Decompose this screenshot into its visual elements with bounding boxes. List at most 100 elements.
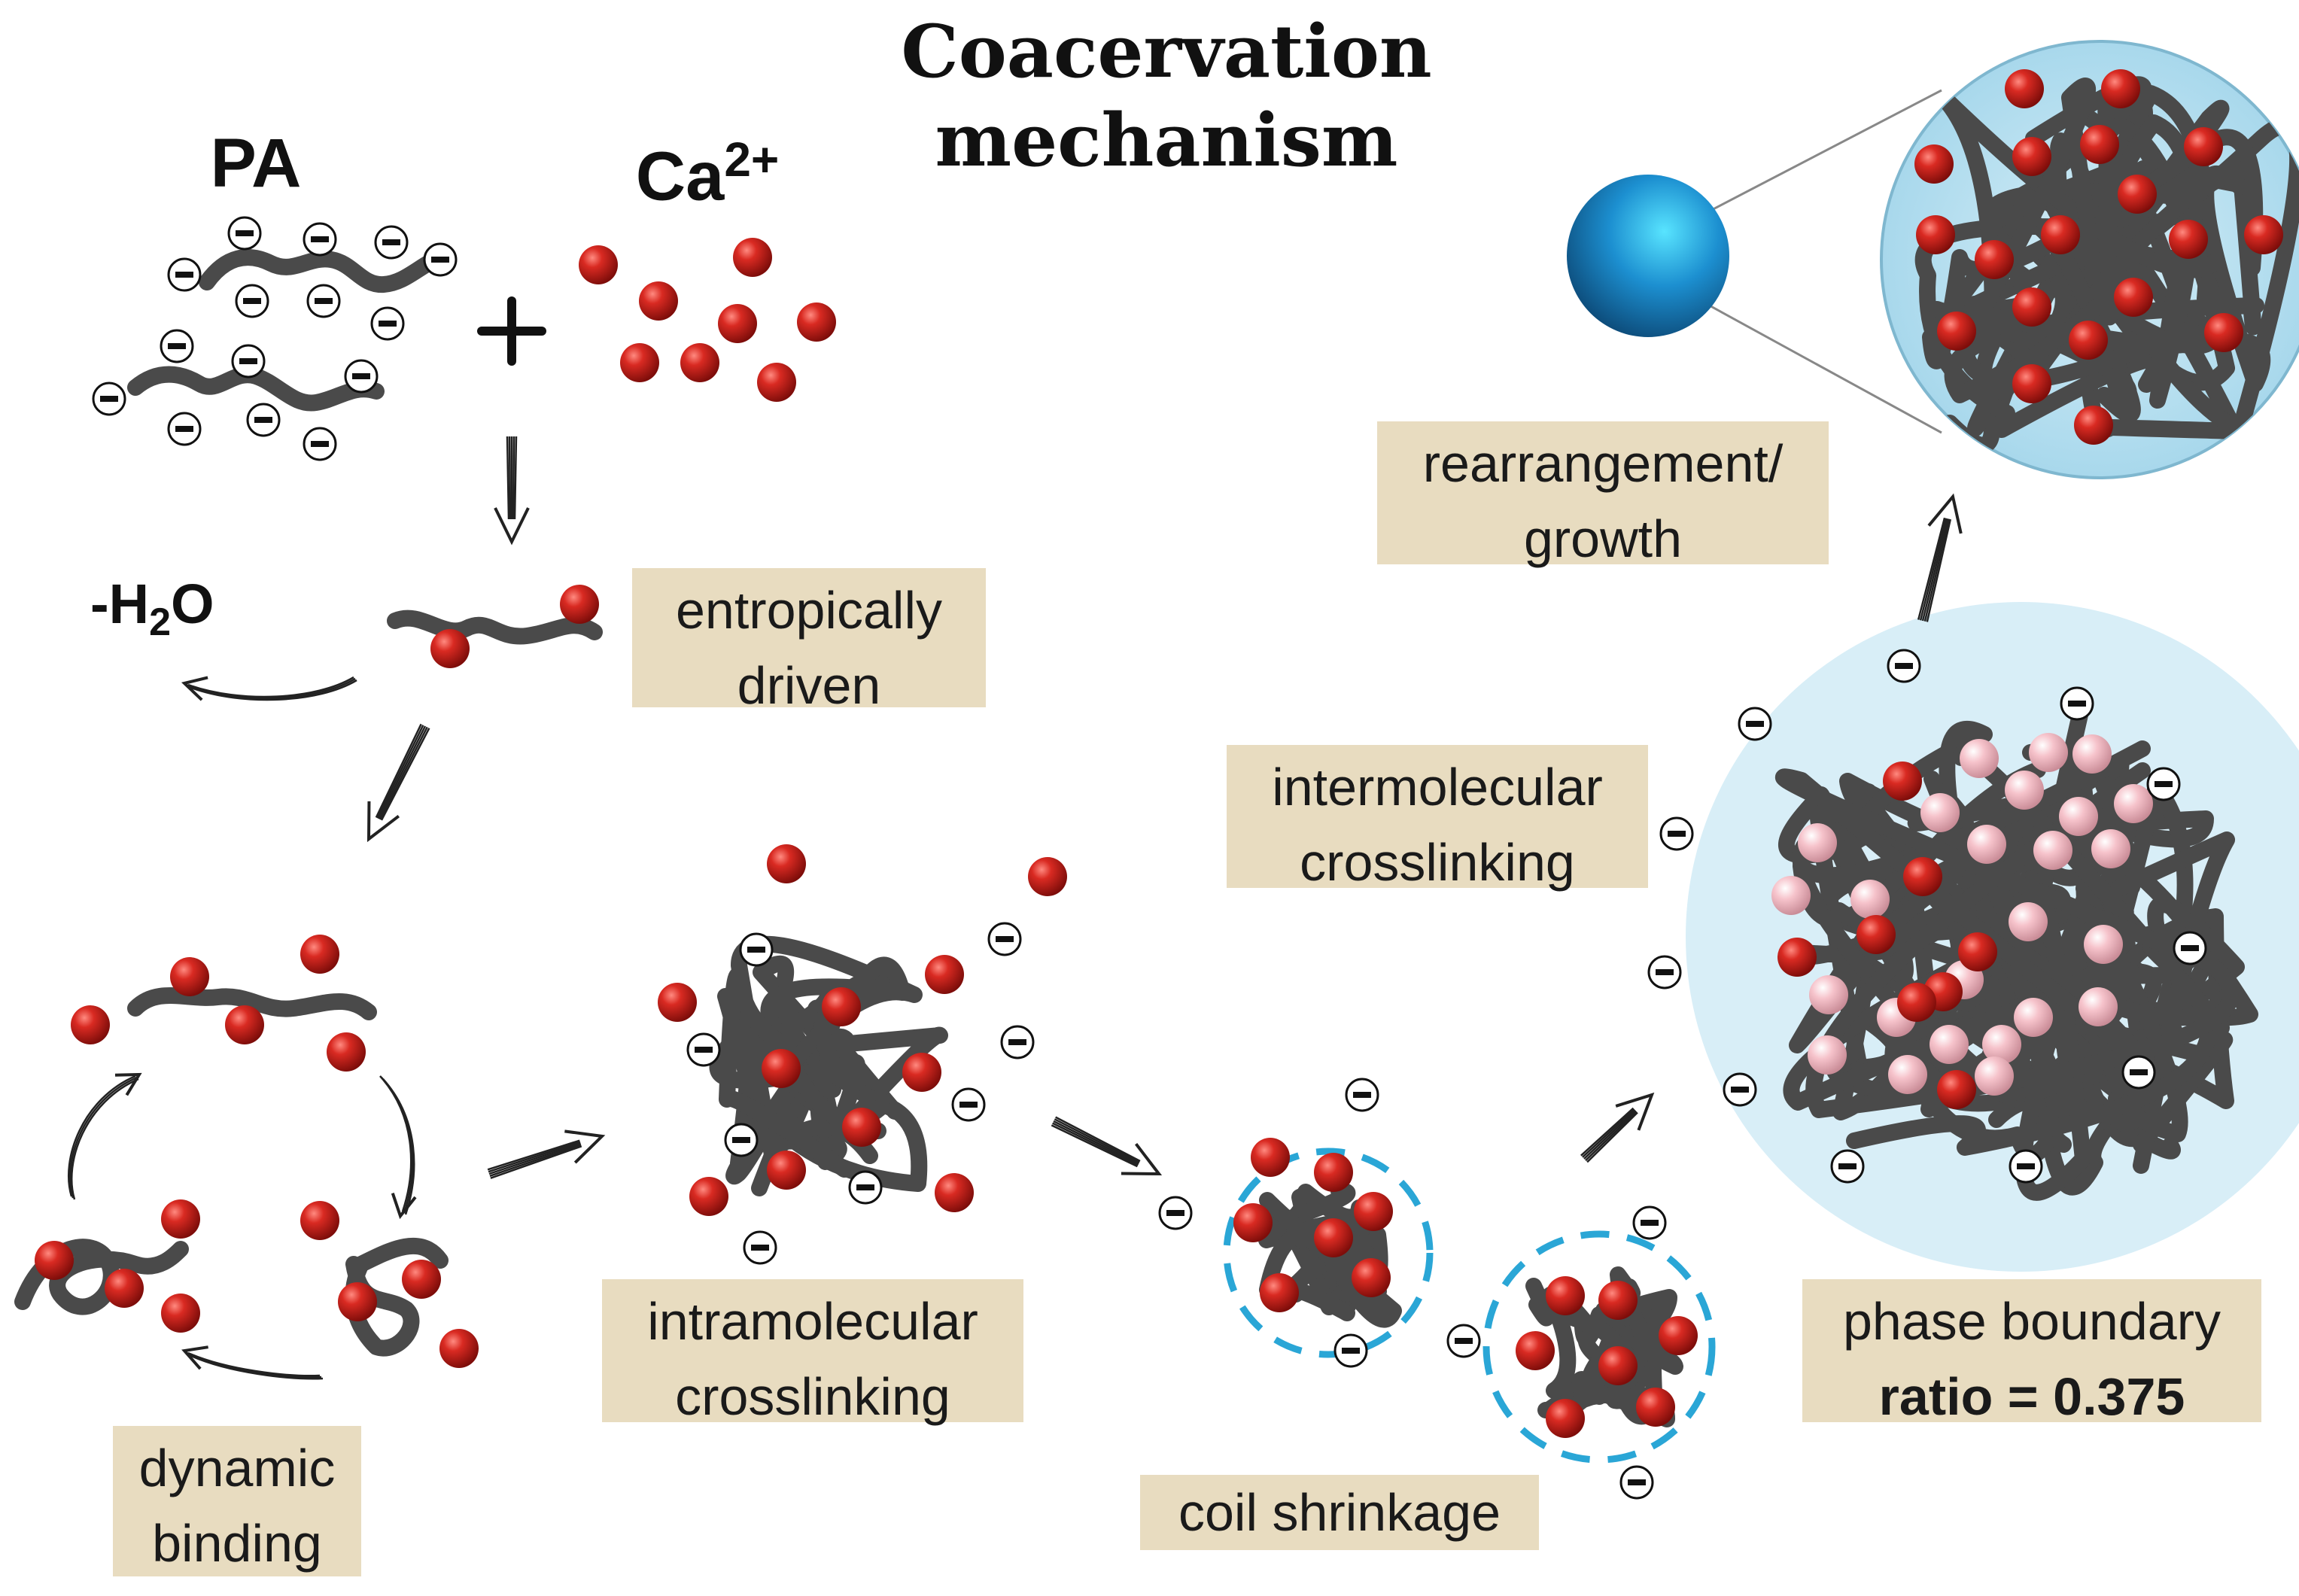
calcium-ion	[797, 302, 836, 342]
coacervate-sphere	[1567, 175, 1729, 337]
calcium-ion	[1883, 762, 1922, 801]
bound-calcium-ion	[2014, 998, 2053, 1037]
negative-charge-icon	[2146, 767, 2181, 801]
calcium-ion	[620, 343, 659, 382]
label-pa: PA	[210, 125, 302, 202]
calcium-ion	[1636, 1388, 1675, 1427]
calcium-ion	[1233, 1203, 1273, 1242]
calcium-ion	[1916, 215, 1955, 254]
tag-rearr-line-1: rearrangement/	[1422, 434, 1784, 493]
calcium-ion	[689, 1177, 728, 1216]
tag-coil-line: coil shrinkage	[1178, 1483, 1501, 1542]
calcium-ion	[757, 363, 796, 402]
negative-charge-icon	[1647, 955, 1682, 990]
calcium-ion	[639, 281, 678, 321]
negative-charge-icon	[1738, 707, 1772, 741]
calcium-ion	[439, 1329, 479, 1368]
label-water-suffix: O	[171, 573, 214, 635]
calcium-ion	[733, 238, 772, 277]
polymer-chain	[387, 610, 603, 645]
calcium-ion	[1028, 857, 1067, 896]
polymer-chain	[127, 366, 385, 412]
calcium-ion	[2080, 125, 2119, 164]
negative-charge-icon	[1446, 1324, 1481, 1358]
calcium-ion	[300, 935, 339, 974]
calcium-ion	[1937, 1070, 1976, 1109]
bound-calcium-ion	[1809, 975, 1848, 1014]
calcium-ion	[1354, 1192, 1393, 1231]
negative-charge-icon	[370, 306, 405, 341]
calcium-ion	[300, 1201, 339, 1240]
negative-charge-icon	[951, 1087, 986, 1122]
bound-calcium-ion	[2072, 734, 2112, 774]
calcium-ion	[170, 957, 209, 996]
negative-charge-icon	[1659, 816, 1694, 851]
negative-charge-icon	[1887, 649, 1921, 683]
calcium-ion	[935, 1173, 974, 1212]
tag-phase-line-2: ratio = 0.375	[1878, 1367, 2185, 1426]
calcium-ion	[2041, 215, 2080, 254]
negative-charge-icon	[231, 344, 266, 378]
bound-calcium-ion	[2009, 902, 2048, 941]
calcium-ion	[1903, 857, 1942, 896]
bound-calcium-ion	[1960, 739, 1999, 778]
calcium-ion	[1659, 1316, 1698, 1355]
negative-charge-icon	[1000, 1025, 1035, 1059]
bound-calcium-ion	[1930, 1025, 1969, 1064]
calcium-ion	[1958, 932, 1997, 971]
bound-calcium-ion	[2079, 987, 2118, 1026]
calcium-ion	[1314, 1153, 1353, 1192]
tag-dynamic-binding: dynamic binding	[113, 1426, 361, 1576]
tag-entropically-line-2: driven	[737, 656, 881, 715]
sketch-arrow-icon	[1580, 1092, 1655, 1163]
negative-charge-icon	[2009, 1149, 2043, 1184]
negative-charge-icon	[686, 1032, 721, 1067]
calcium-ion	[1598, 1346, 1638, 1385]
negative-charge-icon	[303, 222, 337, 257]
calcium-ion	[2169, 220, 2208, 259]
polymer-chain	[345, 1237, 449, 1357]
calcium-ion	[1777, 938, 1817, 977]
calcium-ion	[762, 1049, 801, 1088]
sketch-arrow-icon	[366, 723, 430, 843]
calcium-ion	[1516, 1331, 1555, 1370]
tag-intermolecular-crosslinking: intermolecular crosslinking	[1227, 745, 1648, 892]
negative-charge-icon	[167, 412, 202, 446]
tag-entropically-driven: entropically driven	[632, 568, 986, 715]
tag-coil-shrinkage: coil shrinkage	[1140, 1475, 1539, 1550]
calcium-ion	[842, 1108, 881, 1147]
curved-sketch-arrow-icon	[181, 1345, 324, 1380]
calcium-ion	[1937, 312, 1976, 351]
shrunk-coil-shell-1	[1223, 1148, 1434, 1358]
polymer-chain	[1542, 1286, 1651, 1399]
calcium-ion	[2204, 313, 2243, 352]
negative-charge-icon	[1723, 1072, 1757, 1107]
bound-calcium-ion	[2084, 925, 2123, 964]
polymer-chain	[199, 248, 452, 293]
label-water-subscript: 2	[149, 600, 172, 644]
calcium-ion	[327, 1032, 366, 1072]
polymer-chain	[719, 967, 890, 1178]
bound-calcium-ion	[2005, 771, 2044, 810]
negative-charge-icon	[1632, 1205, 1667, 1240]
tag-rearr-line-2: growth	[1523, 509, 1683, 568]
calcium-ion	[1975, 240, 2014, 279]
negative-charge-icon	[235, 284, 269, 318]
bound-calcium-ion	[1975, 1056, 2014, 1096]
negative-charge-icon	[724, 1123, 759, 1157]
negative-charge-icon	[2173, 931, 2207, 965]
negative-charge-icon	[2121, 1055, 2156, 1090]
tag-dynamic-line-2: binding	[152, 1514, 322, 1573]
negative-charge-icon	[344, 359, 379, 394]
sketch-arrow-icon	[494, 436, 530, 546]
calcium-ion	[2244, 215, 2283, 254]
curved-sketch-arrow-icon	[379, 1075, 417, 1220]
bound-calcium-ion	[1982, 1025, 2021, 1064]
calcium-ion	[1352, 1258, 1391, 1297]
calcium-ion	[2118, 175, 2157, 214]
calcium-ion	[1897, 983, 1936, 1022]
calcium-ion	[161, 1199, 200, 1239]
negative-charge-icon	[1345, 1078, 1379, 1112]
label-calcium-symbol: Ca	[635, 138, 725, 215]
